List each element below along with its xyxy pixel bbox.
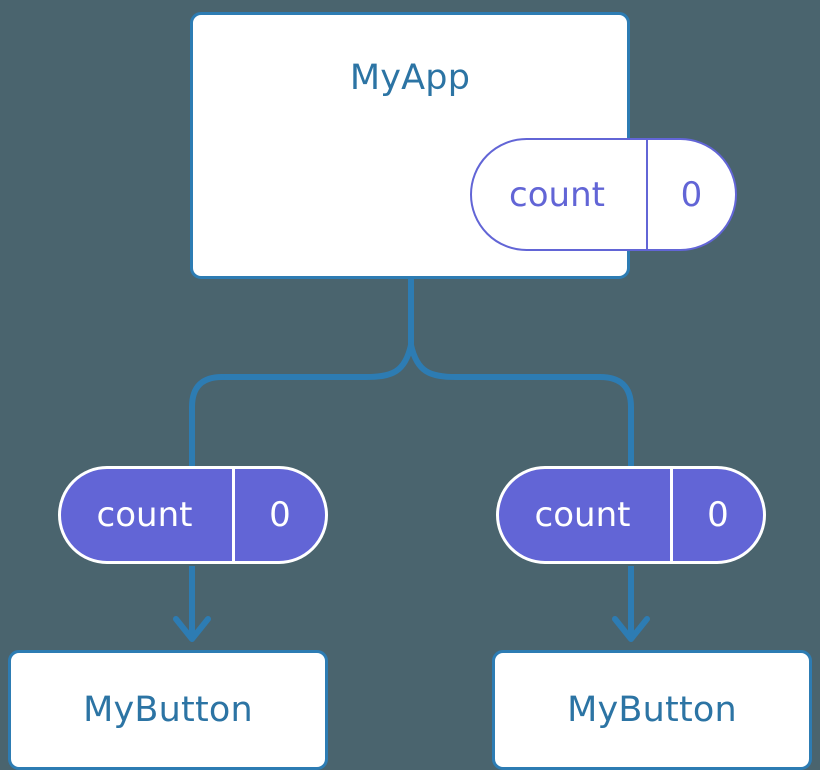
fork-left-curve bbox=[219, 342, 414, 380]
prop-value-label: 0 bbox=[269, 495, 291, 535]
mybutton-title: MyButton bbox=[83, 689, 253, 730]
left-branch-connector bbox=[189, 374, 225, 473]
state-key-label: count bbox=[472, 140, 648, 249]
mybutton-title: MyButton bbox=[567, 689, 737, 730]
mybutton-card-right: MyButton bbox=[492, 650, 812, 770]
prop-value-label: 0 bbox=[707, 495, 729, 535]
myapp-card: MyApp count 0 bbox=[190, 12, 737, 279]
myapp-state-pill: count 0 bbox=[470, 138, 737, 251]
mybutton-card-left: MyButton bbox=[8, 650, 328, 770]
arrow-down-icon bbox=[612, 616, 650, 642]
arrow-down-icon bbox=[173, 616, 211, 642]
fork-right-curve bbox=[408, 342, 603, 380]
left-prop-pill: count 0 bbox=[58, 466, 328, 564]
prop-key-label: count bbox=[499, 469, 673, 561]
right-prop-pill: count 0 bbox=[496, 466, 766, 564]
prop-key-label: count bbox=[61, 469, 235, 561]
right-branch-connector bbox=[597, 374, 634, 473]
state-value-label: 0 bbox=[680, 174, 703, 215]
myapp-title: MyApp bbox=[349, 58, 471, 98]
